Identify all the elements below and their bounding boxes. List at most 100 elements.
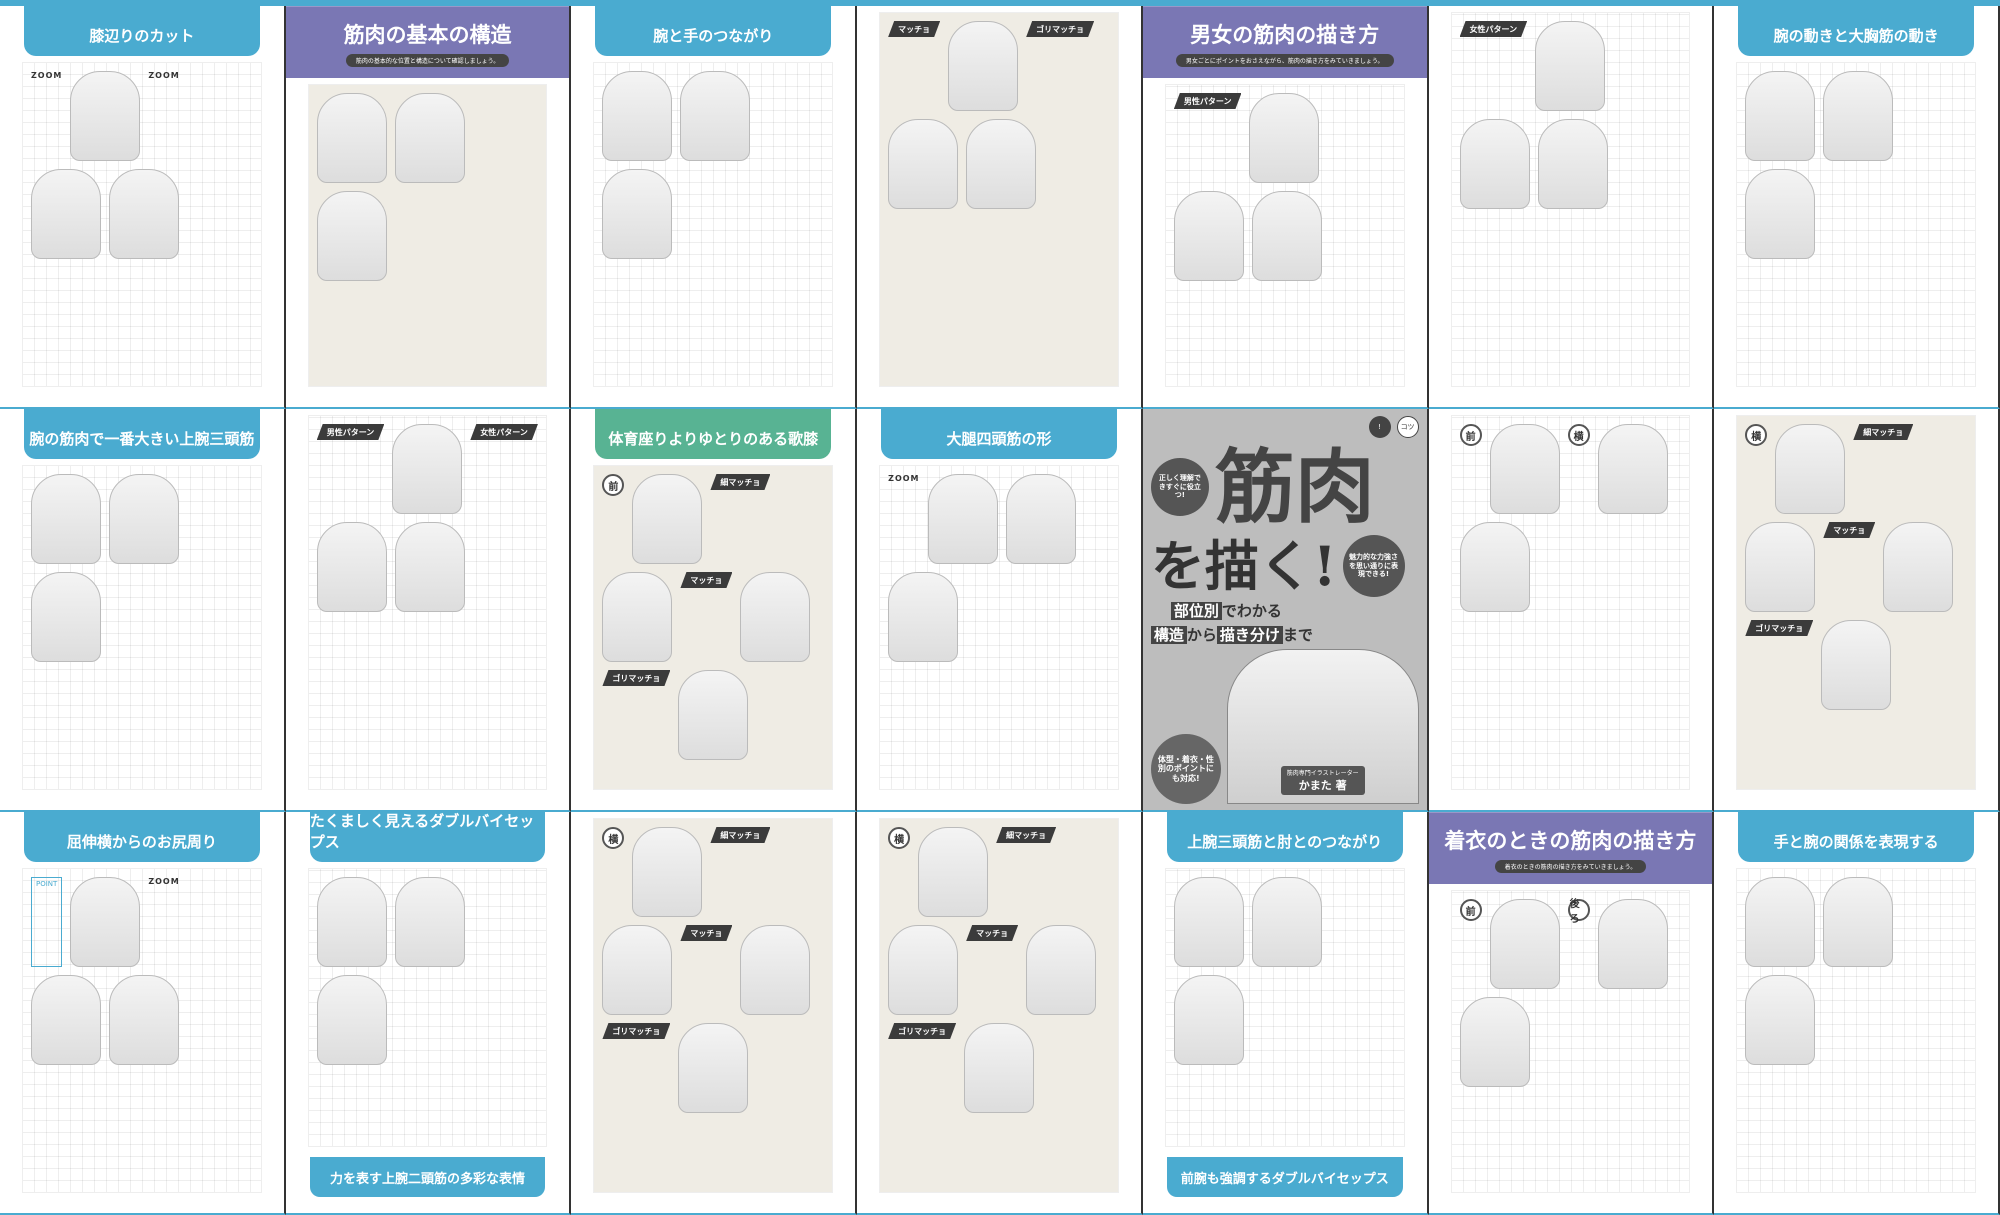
figure-illustration: [394, 522, 465, 612]
section-tag: マッチョ: [1823, 522, 1875, 538]
book-page[interactable]: 男性パターン 女性パターン: [285, 409, 572, 812]
illustration-area: [1736, 868, 1976, 1193]
section-tag: 男性パターン: [317, 424, 385, 440]
figure-illustration: [1823, 71, 1894, 161]
figure-illustration: [927, 474, 998, 564]
cover-badge-left: 正しく理解できすぐに役立つ!: [1150, 458, 1209, 516]
book-cover[interactable]: !コツ正しく理解できすぐに役立つ!筋肉を描く!魅力的な力強さを思い通りに表現でき…: [1142, 409, 1429, 812]
cover-tagline-2: 構造から描き分けまで: [1150, 625, 1419, 645]
section-tag: 男性パターン: [1174, 93, 1242, 109]
figure-illustration: [740, 572, 811, 662]
illustration-area: [307, 868, 548, 1147]
figure-illustration: [1883, 522, 1954, 612]
figure-illustration: [1745, 975, 1816, 1065]
figure-illustration: [31, 474, 101, 564]
illustration-area: [1736, 62, 1976, 387]
figure-illustration: [1745, 71, 1816, 161]
view-marker: 横: [1745, 424, 1768, 446]
figure-illustration: [1459, 119, 1530, 209]
book-page[interactable]: 上腕三頭筋と肘とのつながり前腕も強調するダブルバイセップス: [1142, 812, 1429, 1215]
author-name: かまた 著: [1298, 779, 1347, 792]
page-title: 大腿四頭筋の形: [881, 409, 1117, 459]
figure-illustration: [1597, 424, 1668, 514]
point-label: POINT: [31, 877, 63, 967]
figure-illustration: [1823, 877, 1894, 967]
cover-tagline-1: 部位別でわかる: [1151, 601, 1419, 621]
figure-illustration: [109, 474, 179, 564]
figure-illustration: [632, 827, 703, 917]
exclamation-icon: !: [1368, 416, 1391, 438]
book-page[interactable]: 腕の筋肉で一番大きい上腕三頭筋: [0, 409, 286, 812]
section-tag: 細マッチョ: [996, 827, 1056, 843]
figure-illustration: [1251, 877, 1322, 967]
figure-illustration: [1597, 899, 1668, 989]
page-title: 屈伸横からのお尻周り: [24, 812, 260, 862]
section-tag: ゴリマッチョ: [1026, 21, 1094, 37]
illustration-area: マッチョゴリマッチョ: [879, 12, 1119, 387]
illustration-area: 前横: [1450, 415, 1691, 790]
book-page[interactable]: 腕の動きと大胸筋の動き: [1714, 6, 2000, 409]
page-title: 腕の動きと大胸筋の動き: [1738, 6, 1974, 56]
figure-illustration: [1173, 877, 1244, 967]
figure-illustration: [1251, 191, 1322, 281]
figure-illustration: [70, 877, 141, 967]
section-title: 力を表す上腕二頭筋の多彩な表情: [309, 1157, 546, 1197]
illustration-area: 男性パターン 女性パターン: [307, 415, 548, 790]
page-title: 膝辺りのカット: [24, 6, 260, 56]
book-page[interactable]: 手と腕の関係を表現する: [1714, 812, 2000, 1215]
zoom-label: ZOOM: [888, 474, 920, 483]
book-page[interactable]: 横細マッチョマッチョゴリマッチョ: [1714, 409, 2000, 812]
illustration-area: 前細マッチョマッチョゴリマッチョ: [593, 465, 834, 790]
figure-illustration: [1821, 620, 1892, 710]
figure-illustration: [678, 670, 749, 760]
figure-illustration: [1745, 522, 1816, 612]
kotsu-badge: コツ: [1396, 416, 1419, 438]
book-page[interactable]: 腕と手のつながり: [571, 6, 858, 409]
figure-illustration: [888, 119, 959, 209]
book-page[interactable]: 着衣のときの筋肉の描き方着衣のときの筋肉の描き方をみていきましょう。前後ろ: [1428, 812, 1715, 1215]
book-page[interactable]: 女性パターン: [1428, 6, 1715, 409]
figure-illustration: [316, 877, 387, 967]
tagline-box: 構造: [1150, 626, 1187, 645]
figure-illustration: [964, 1023, 1035, 1113]
figure-illustration: [1489, 899, 1560, 989]
tagline-text: から: [1186, 626, 1217, 645]
section-tag: 女性パターン: [1460, 21, 1528, 37]
figure-illustration: [316, 975, 387, 1065]
figure-illustration: [394, 93, 465, 183]
cover-illustration: 筋肉専門イラストレーターかまた 著: [1226, 649, 1419, 804]
illustration-area: ZOOM: [879, 465, 1119, 790]
illustration-area: 前後ろ: [1450, 890, 1691, 1193]
page-subtitle: 筋肉の基本的な位置と構造について確認しましょう。: [345, 53, 510, 67]
view-marker: 後ろ: [1567, 899, 1590, 925]
book-page[interactable]: 横細マッチョマッチョゴリマッチョ: [857, 812, 1143, 1215]
figure-illustration: [602, 169, 673, 259]
book-page[interactable]: 前横: [1428, 409, 1715, 812]
figure-illustration: [1005, 474, 1076, 564]
book-page[interactable]: マッチョゴリマッチョ: [857, 6, 1143, 409]
figure-illustration: [966, 119, 1037, 209]
figure-illustration: [316, 522, 387, 612]
figure-illustration: [888, 925, 959, 1015]
zoom-label: ZOOM: [148, 71, 180, 80]
book-page[interactable]: 横細マッチョマッチョゴリマッチョ: [571, 812, 858, 1215]
section-title: 前腕も強調するダブルバイセップス: [1166, 1157, 1403, 1197]
page-title: 体育座りよりゆとりのある歌膝: [595, 409, 832, 459]
book-page[interactable]: 筋肉の基本の構造筋肉の基本的な位置と構造について確認しましょう。: [285, 6, 572, 409]
book-page[interactable]: たくましく見えるダブルバイセップス力を表す上腕二頭筋の多彩な表情: [285, 812, 572, 1215]
figure-illustration: [1173, 191, 1244, 281]
section-tag: 女性パターン: [470, 424, 538, 440]
view-marker: 横: [602, 827, 625, 849]
book-page[interactable]: 体育座りよりゆとりのある歌膝前細マッチョマッチョゴリマッチョ: [571, 409, 858, 812]
book-page[interactable]: 男女の筋肉の描き方男女ごとにポイントをおさえながら、筋肉の描き方をみていきましょ…: [1142, 6, 1429, 409]
page-header: 着衣のときの筋肉の描き方着衣のときの筋肉の描き方をみていきましょう。: [1428, 812, 1713, 884]
illustration-area: 横細マッチョマッチョゴリマッチョ: [593, 818, 834, 1193]
cover-title-sub: を描く!: [1150, 534, 1337, 598]
book-page[interactable]: 大腿四頭筋の形 ZOOM: [857, 409, 1143, 812]
figure-illustration: [1745, 169, 1816, 259]
tagline-box: 部位別: [1170, 602, 1222, 621]
section-tag: 細マッチョ: [710, 827, 770, 843]
